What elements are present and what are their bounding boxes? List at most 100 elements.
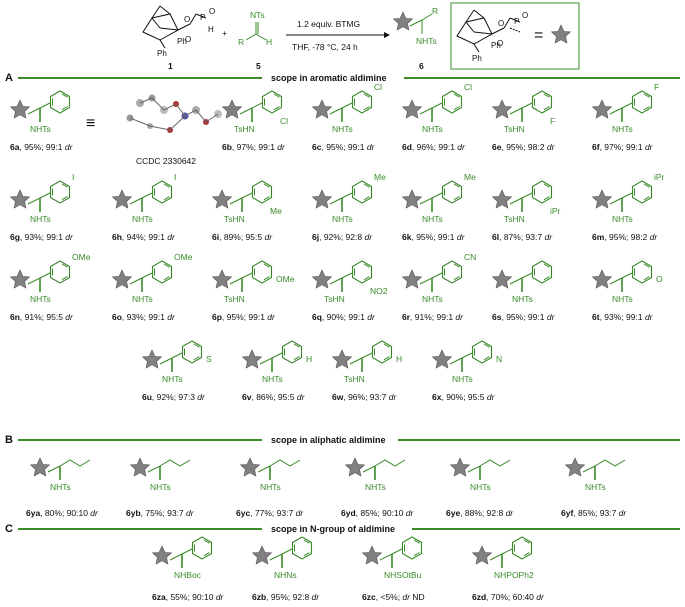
bond (609, 107, 623, 115)
reagent-5-structure (245, 22, 267, 41)
amine-label: NHTs (132, 214, 153, 224)
bond (609, 277, 623, 285)
amine-label: TsHN (224, 214, 245, 224)
bond (241, 272, 253, 279)
section-C-title: scope in N-group of aldimine (271, 524, 395, 534)
amine-label: NHTs (612, 214, 633, 224)
caption-6l: 6l, 87%; 93:7 dr (492, 232, 553, 242)
alkyl-chain (159, 459, 191, 467)
section-A-letter: A (5, 72, 13, 84)
amine-label: NHSOtBu (384, 570, 422, 580)
amine-label: NHTs (422, 214, 443, 224)
benzene-ring (251, 180, 273, 204)
section-B-title: scope in aliphatic aldimine (271, 435, 386, 445)
bond (361, 352, 373, 359)
bond (141, 192, 153, 199)
substituent-label: S (206, 354, 212, 364)
bond (329, 197, 343, 205)
auxiliary-structure (456, 9, 521, 53)
caption-6q: 6q, 90%; 99:1 dr (312, 312, 376, 322)
benzene-ring (261, 90, 283, 114)
star-icon (112, 189, 132, 209)
bond (147, 465, 161, 473)
amine-label: TsHN (224, 294, 245, 304)
bond (259, 357, 273, 365)
oxygen-3: O (185, 35, 191, 44)
substituent-label: N (496, 354, 502, 364)
benzene-ring (281, 340, 303, 364)
amine-label: NHTs (332, 124, 353, 134)
caption-6m: 6m, 95%; 98:2 dr (592, 232, 658, 242)
benzene-ring (631, 260, 653, 284)
conditions-line1: 1.2 equiv. BTMG (297, 19, 360, 29)
star-icon (312, 99, 332, 119)
ccdc-label: CCDC 2330642 (136, 156, 196, 166)
star-icon (240, 457, 260, 477)
aux-oxygen-3: O (497, 39, 503, 48)
caption-6t: 6t, 93%; 99:1 dr (592, 312, 654, 322)
substituent-label: Cl (374, 82, 382, 92)
header-scheme: O P O H O Ph Ph 1 + NTs R H 5 1.2 equiv.… (142, 2, 580, 71)
compound-6yd: NHTs 6yd, 85%; 90:10 dr (341, 457, 414, 518)
caption-6k: 6k, 95%; 99:1 dr (402, 232, 466, 242)
aux-phosphorus: P (514, 17, 519, 26)
caption-6v: 6v, 86%; 95:5 dr (242, 392, 306, 402)
bond (141, 272, 153, 279)
substituent-label: H (306, 354, 312, 364)
amine-label: NHBoc (174, 570, 202, 580)
star-icon (492, 269, 512, 289)
benzene-ring (351, 260, 373, 284)
identical-sign: ≡ (86, 115, 95, 132)
aux-oxygen-1: O (498, 19, 504, 28)
star-icon (312, 269, 332, 289)
amine-label: NHTs (30, 294, 51, 304)
caption-6g: 6g, 93%; 99:1 dr (10, 232, 74, 242)
benzene-ring (441, 90, 463, 114)
section-B-letter: B (5, 434, 13, 446)
star-icon (402, 269, 422, 289)
bond (509, 277, 523, 285)
nhts-label-6: NHTs (416, 36, 437, 46)
caption-6ya: 6ya, 80%; 90:10 dr (26, 508, 99, 518)
caption-6a: 6a, 95%; 99:1 dr (10, 142, 74, 152)
star-icon (222, 99, 242, 119)
caption-6p: 6p, 95%; 99:1 dr (212, 312, 276, 322)
bond (431, 192, 443, 199)
product-6-label: 6 (419, 61, 424, 71)
benzene-ring (291, 536, 313, 560)
amine-label: TsHN (504, 214, 525, 224)
caption-6yf: 6yf, 85%; 93:7 dr (561, 508, 627, 518)
bond (27, 277, 41, 285)
benzene-ring (151, 180, 173, 204)
amine-label: NHTs (365, 482, 386, 492)
bond (621, 272, 633, 279)
bond (621, 102, 633, 109)
star-icon (252, 545, 272, 565)
bond (621, 192, 633, 199)
benzene-ring (351, 180, 373, 204)
caption-6zb: 6zb, 95%; 92:8 dr (252, 592, 320, 602)
substituent-label: OMe (276, 274, 295, 284)
caption-6yd: 6yd, 85%; 90:10 dr (341, 508, 414, 518)
bond (229, 197, 243, 205)
oxygen-1: O (184, 15, 190, 24)
benzene-ring (351, 90, 373, 114)
bond (271, 352, 283, 359)
substituent-label: I (72, 172, 74, 182)
benzene-ring (151, 260, 173, 284)
caption-6yc: 6yc, 77%; 93:7 dr (236, 508, 304, 518)
bond (467, 465, 481, 473)
